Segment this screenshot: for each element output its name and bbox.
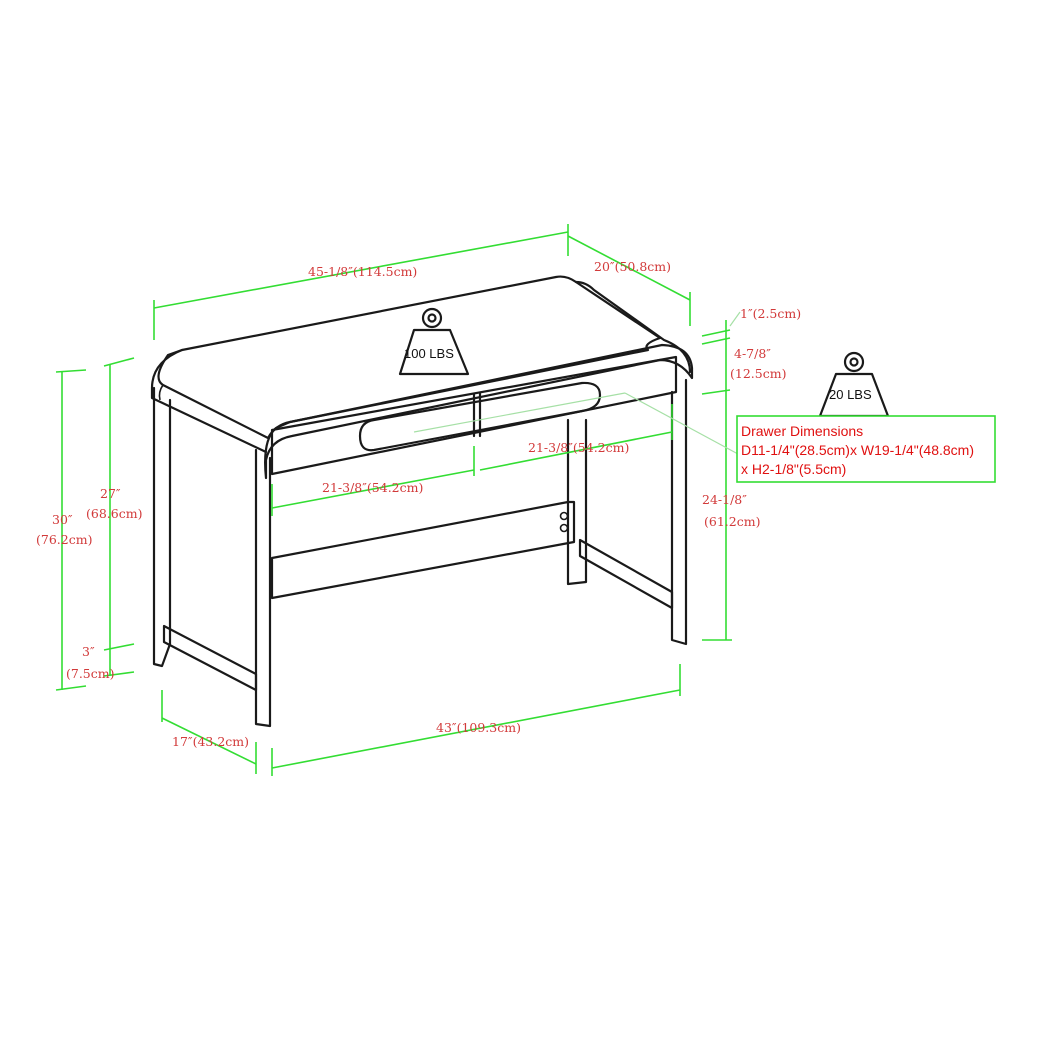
drawer-handle-slot xyxy=(358,381,602,452)
dim-leader-thickness xyxy=(729,311,741,327)
dim-tick-total-top xyxy=(55,369,87,373)
stretcher-left-side xyxy=(162,624,258,692)
dim-line-drawer-right xyxy=(479,431,673,471)
label-clearance-height-cm: (61.2cm) xyxy=(704,514,760,529)
weight-top-label: 100 LBS xyxy=(404,346,454,361)
label-width-top: 45-1/8″(114.5cm) xyxy=(308,264,417,279)
dim-line-width-top xyxy=(153,231,569,309)
dim-tick-leg-bottom xyxy=(103,643,135,651)
desk-left-waterfall xyxy=(150,348,268,454)
dimension-lines xyxy=(55,224,741,776)
weight-drawer-label: 20 LBS xyxy=(829,387,872,402)
leg-front-left xyxy=(254,448,272,728)
label-drawer-width-right: 21-3/8″(54.2cm) xyxy=(528,440,629,455)
dim-leader-drawer-callout xyxy=(624,392,739,455)
hardware-hole-2 xyxy=(559,523,569,533)
stretcher-right-side xyxy=(578,538,674,610)
desk-right-end xyxy=(574,280,692,374)
dimension-labels: 45-1/8″(114.5cm) 20″(50.8cm) 1″(2.5cm) 4… xyxy=(36,259,801,749)
drawer-info-title: Drawer Dimensions xyxy=(741,423,863,439)
stretcher-back xyxy=(270,500,576,600)
desk-top-front-edge xyxy=(264,343,694,480)
drawer-info-line1: D11-1/4"(28.5cm)x W19-1/4"(48.8cm) xyxy=(741,442,974,458)
label-leg-height-in: 27″ xyxy=(100,486,121,501)
label-leg-span: 43″(109.3cm) xyxy=(436,720,521,735)
dim-tick-foot-bottom xyxy=(103,671,135,677)
label-leg-depth: 17″(43.2cm) xyxy=(172,734,249,749)
label-total-height-in: 30″ xyxy=(52,512,73,527)
leg-back-left xyxy=(152,386,172,668)
label-apron-height-cm: (12.5cm) xyxy=(730,366,786,381)
hardware-hole-1 xyxy=(559,511,569,521)
weight-icon-drawer: 20 LBS xyxy=(818,351,890,418)
label-leg-height-cm: (68.6cm) xyxy=(86,506,142,521)
dim-line-depth-top xyxy=(567,235,691,301)
desk-drawing xyxy=(150,275,694,728)
weight-icon-top: 100 LBS xyxy=(398,307,470,376)
dim-tick-leg-top xyxy=(103,357,135,367)
dim-leader-drawer-interior xyxy=(413,392,626,433)
label-top-thickness: 1″(2.5cm) xyxy=(740,306,801,321)
label-apron-height-in: 4-7/8″ xyxy=(734,346,771,361)
label-depth-top: 20″(50.8cm) xyxy=(594,259,671,274)
drawer-info-line2: x H2-1/8"(5.5cm) xyxy=(741,461,846,477)
dim-tick-total-bottom xyxy=(55,685,87,691)
drawer-info-box: Drawer Dimensions D11-1/4"(28.5cm)x W19-… xyxy=(736,415,996,483)
desk-apron-front xyxy=(270,355,678,476)
desk-left-waterfall-inner xyxy=(158,384,164,401)
dim-line-leg-span xyxy=(271,689,681,769)
label-foot-height-cm: (7.5cm) xyxy=(66,666,115,681)
label-clearance-height-in: 24-1/8″ xyxy=(702,492,747,507)
label-foot-height-in: 3″ xyxy=(82,644,95,659)
dim-line-leg-depth xyxy=(161,717,257,765)
leg-front-right xyxy=(670,378,688,646)
dim-line-drawer-left xyxy=(271,469,475,509)
label-drawer-width-left: 21-3/8″(54.2cm) xyxy=(322,480,423,495)
label-total-height-cm: (76.2cm) xyxy=(36,532,92,547)
